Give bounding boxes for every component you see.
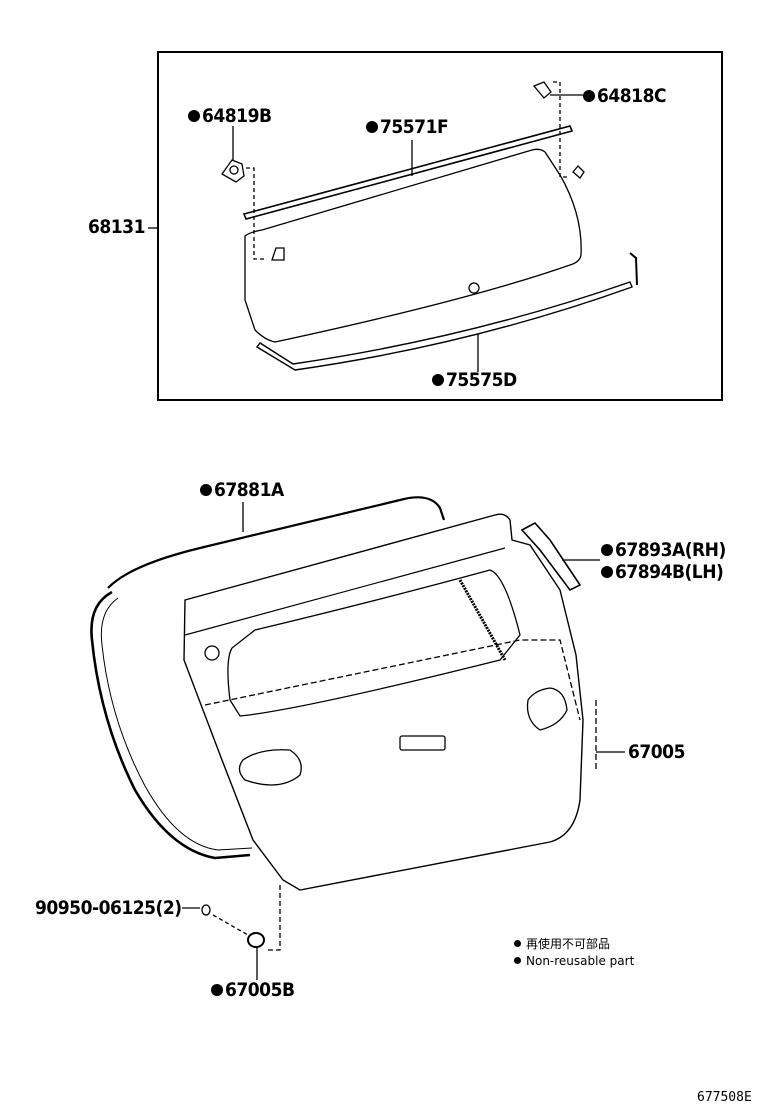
non-reusable-dot-icon bbox=[211, 984, 223, 996]
part-label-67005[interactable]: 67005 bbox=[628, 741, 685, 763]
non-reusable-dot-icon bbox=[200, 484, 212, 496]
legend: 再使用不可部品 Non-reusable part bbox=[514, 936, 634, 970]
part-label-64818C[interactable]: 64818C bbox=[583, 86, 667, 106]
part-label-90950-06125[interactable]: 90950-06125(2) bbox=[35, 897, 182, 919]
weatherstrip-67881A bbox=[107, 496, 446, 589]
part-label-67893A[interactable]: 67893A(RH) bbox=[601, 540, 726, 560]
door-panel-67005 bbox=[183, 513, 584, 891]
part-label-67881A[interactable]: 67881A bbox=[200, 480, 284, 500]
hinge-cover bbox=[520, 521, 582, 592]
non-reusable-dot-icon bbox=[432, 374, 444, 386]
legend-row-jp: 再使用不可部品 bbox=[514, 936, 634, 953]
legend-row-en: Non-reusable part bbox=[514, 953, 634, 970]
non-reusable-dot-icon bbox=[601, 544, 613, 556]
part-label-75571F[interactable]: 75571F bbox=[366, 117, 449, 137]
part-label-67005B[interactable]: 67005B bbox=[211, 980, 295, 1000]
non-reusable-dot-icon bbox=[366, 121, 378, 133]
door-window-opening bbox=[227, 569, 521, 717]
non-reusable-dot-icon bbox=[514, 940, 521, 947]
part-label-68131[interactable]: 68131 bbox=[88, 216, 145, 238]
diagram-reference-code: 677508E bbox=[697, 1090, 752, 1105]
non-reusable-dot-icon bbox=[601, 566, 613, 578]
molding-75571F bbox=[242, 125, 574, 220]
part-label-67894B[interactable]: 67894B(LH) bbox=[601, 562, 724, 582]
back-glass-outline bbox=[244, 148, 582, 343]
clip-64819B bbox=[221, 159, 245, 183]
screw-90950-06125 bbox=[201, 904, 211, 916]
glass-inset-frame bbox=[157, 51, 723, 401]
molding-75575D bbox=[255, 281, 633, 371]
part-label-64819B[interactable]: 64819B bbox=[188, 106, 272, 126]
non-reusable-dot-icon bbox=[188, 110, 200, 122]
non-reusable-dot-icon bbox=[583, 90, 595, 102]
clip-64818C bbox=[532, 81, 552, 99]
non-reusable-dot-icon bbox=[514, 957, 521, 964]
part-label-75575D[interactable]: 75575D bbox=[432, 370, 517, 390]
stopper-67005B bbox=[247, 932, 265, 948]
